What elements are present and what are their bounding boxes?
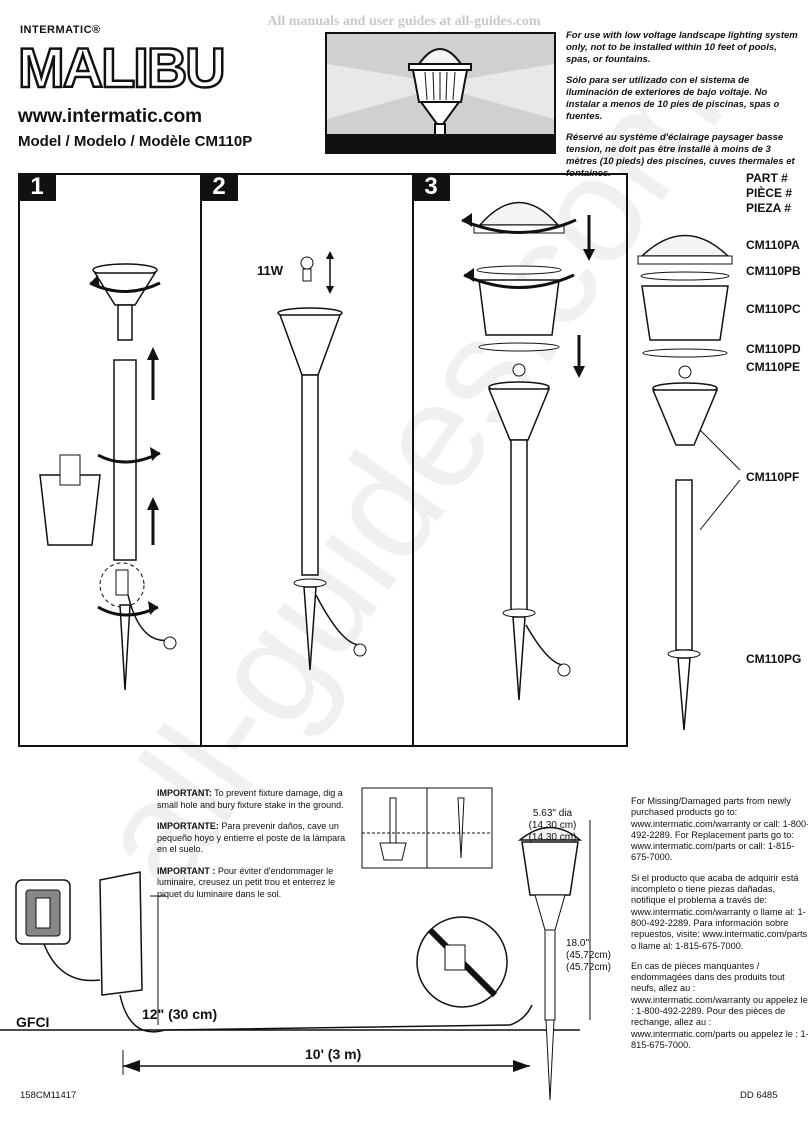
footer-doc-id: DD 6485 xyxy=(740,1090,778,1101)
part-label-b: CM110PB xyxy=(746,264,801,278)
assembly-step-2-diagram xyxy=(277,251,367,671)
height-dimension: 18.0" (45,72cm) (45.72cm) xyxy=(566,938,612,973)
digging-inset xyxy=(361,787,493,869)
parts-header-fr: PIÈCE # xyxy=(746,186,793,200)
parts-info-en: For Missing/Damaged parts from newly pur… xyxy=(631,796,808,863)
step-1-panel: 1 xyxy=(18,173,202,747)
parts-header: PART # PIÈCE # PIEZA # xyxy=(746,171,792,216)
parts-info: For Missing/Damaged parts from newly pur… xyxy=(631,796,808,1060)
assembly-step-3-diagram xyxy=(461,201,595,701)
parts-info-es: Si el producto que acaba de adquirir est… xyxy=(631,872,808,951)
model-title: Model / Modelo / Modèle CM110P xyxy=(18,133,253,150)
important-fr: IMPORTANT : Pour éviter d'endommager le … xyxy=(157,865,336,899)
step-3-number: 3 xyxy=(412,173,450,201)
part-label-g: CM110PG xyxy=(746,652,802,666)
website-url[interactable]: www.intermatic.com xyxy=(18,106,203,127)
hero-ground xyxy=(327,134,554,152)
burial-depth: 12" (30 cm) xyxy=(142,1006,218,1022)
step-1-number: 1 xyxy=(18,173,56,201)
installation-diagram xyxy=(0,820,591,1101)
important-es: IMPORTANTE: Para prevenir daños, cave un… xyxy=(157,821,346,854)
part-label-d: CM110PD xyxy=(746,342,801,356)
part-label-c: CM110PC xyxy=(746,302,801,316)
malibu-logo: MALIBU xyxy=(17,36,227,99)
warning-en: For use with low voltage landscape light… xyxy=(566,30,798,65)
parts-header-en: PART # xyxy=(746,171,788,185)
distance-label: 10' (3 m) xyxy=(305,1046,362,1062)
assembly-step-1-diagram xyxy=(39,263,177,691)
step-2-panel: 2 11W xyxy=(200,173,414,747)
bulb-wattage: 11W xyxy=(257,263,284,278)
top-banner: All manuals and user guides at all-guide… xyxy=(267,14,541,29)
hero-image xyxy=(325,32,556,154)
diameter-dimension: 5.63" dia (14,30 cm) (14.30 cm) xyxy=(528,808,577,843)
parts-info-fr: En cas de pièces manquantes / endommagée… xyxy=(631,960,808,1050)
intermatic-logo: INTERMATIC® xyxy=(20,24,101,36)
footer-code: 158CM11417 xyxy=(20,1090,77,1101)
lamp-hero-icon xyxy=(327,48,554,137)
warning-text: For use with low voltage landscape light… xyxy=(566,30,802,189)
gfci-label: GFCI xyxy=(16,1014,50,1030)
important-en: IMPORTANT: To prevent fixture damage, di… xyxy=(157,788,344,810)
part-label-f: CM110PF xyxy=(746,470,800,484)
warning-es: Sólo para ser utilizado con el sistema d… xyxy=(566,75,780,122)
part-label-e: CM110PE xyxy=(746,360,801,374)
part-label-a: CM110PA xyxy=(746,238,800,252)
exploded-parts-diagram xyxy=(637,234,741,731)
parts-header-es: PIEZA # xyxy=(746,201,791,215)
step-2-number: 2 xyxy=(200,173,238,201)
important-notes: IMPORTANT: To prevent fixture damage, di… xyxy=(157,788,352,910)
step-3-panel: 3 xyxy=(412,173,628,747)
